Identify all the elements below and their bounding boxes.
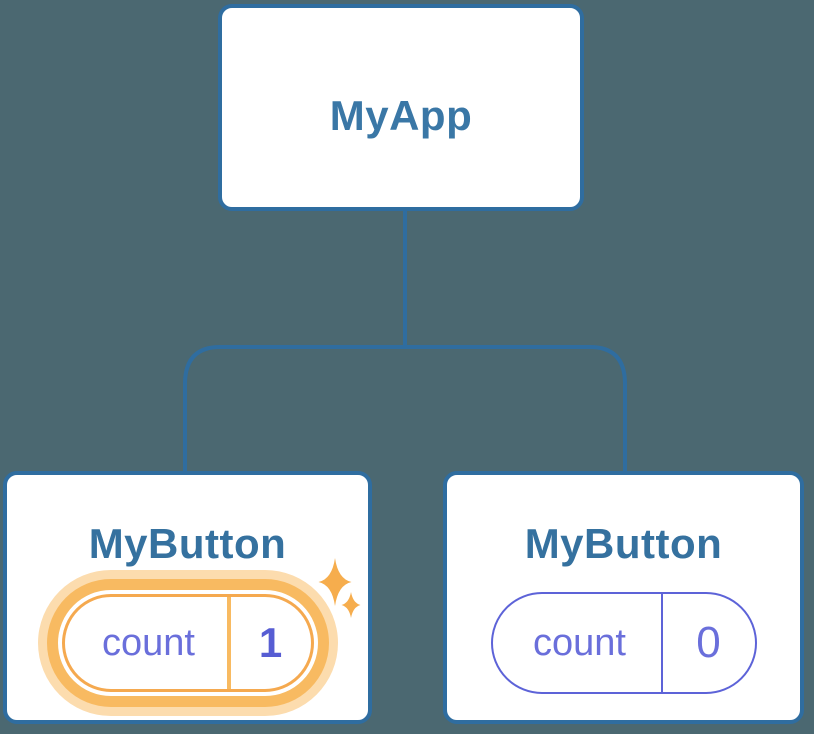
count-state-pill-highlighted: count 1: [61, 594, 314, 692]
node-myapp: MyApp: [218, 4, 584, 211]
node-mybutton-default: MyButton count 0: [443, 471, 804, 724]
pill-divider: [226, 597, 231, 689]
node-mybutton-highlighted-label: MyButton: [88, 520, 287, 567]
node-mybutton-default-label: MyButton: [524, 520, 723, 567]
count-state-pill-default: count 0: [490, 592, 757, 694]
sparkle-icon: [318, 558, 361, 618]
state-key-label: count: [533, 621, 626, 664]
state-value: 1: [258, 619, 283, 666]
pill-divider: [660, 594, 663, 692]
state-key-label: count: [102, 621, 195, 664]
state-value: 0: [696, 618, 721, 667]
node-myapp-label: MyApp: [329, 92, 473, 139]
node-mybutton-highlighted: MyButton count 1: [3, 471, 372, 724]
